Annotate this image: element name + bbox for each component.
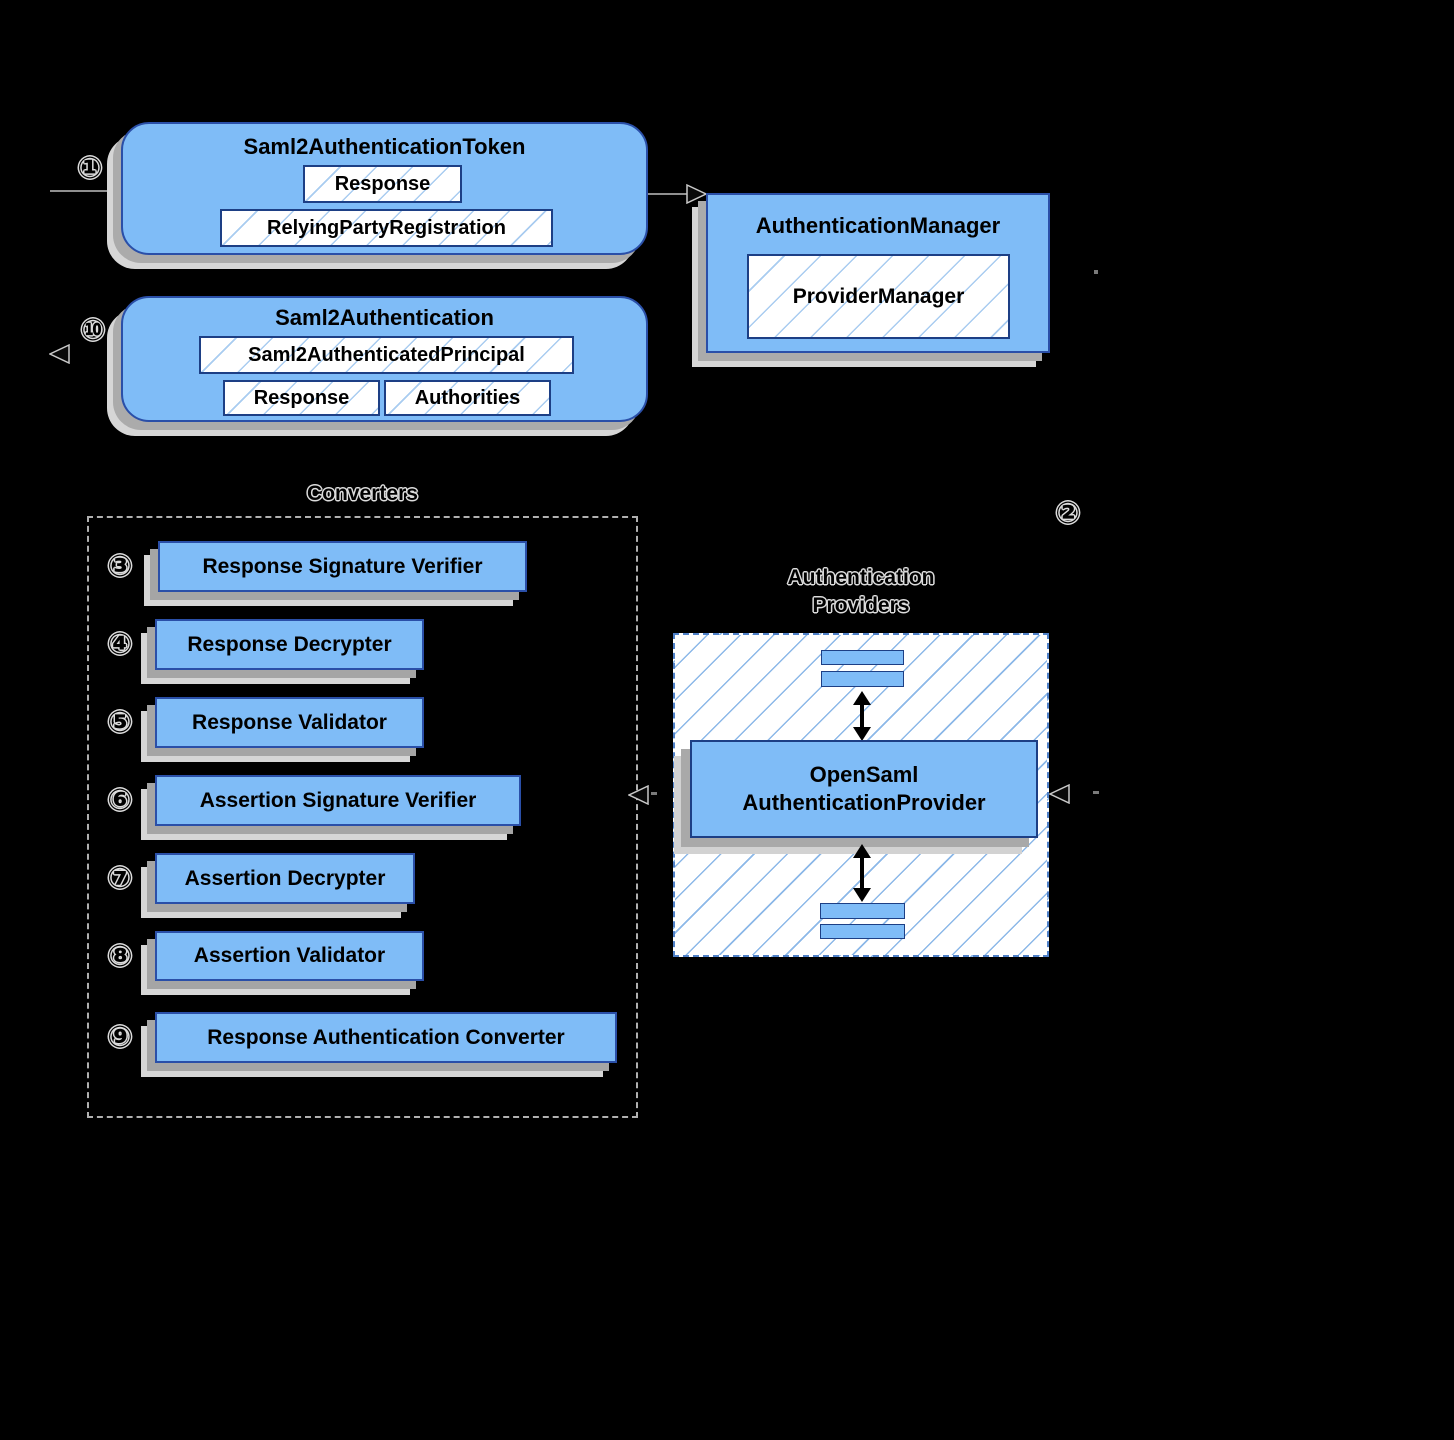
step-1-marker: ① bbox=[77, 151, 103, 186]
provider-manager-box: ProviderManager bbox=[747, 254, 1010, 339]
opensaml-title-line2: AuthenticationProvider bbox=[742, 790, 986, 815]
token-to-manager-line bbox=[648, 193, 688, 195]
converters-group-frame bbox=[87, 516, 638, 1118]
connector-remnant-stub bbox=[1093, 791, 1099, 794]
step-6-marker: ⑥ bbox=[107, 783, 133, 818]
converters-group-label: Converters bbox=[307, 482, 418, 505]
double-arrow-icon bbox=[853, 691, 871, 741]
step-10-marker: ⑩ bbox=[80, 313, 106, 348]
step-7-marker: ⑦ bbox=[107, 861, 133, 896]
authentication-response-field: Response bbox=[223, 380, 380, 416]
step-3-marker: ③ bbox=[107, 549, 133, 584]
left-arrowhead-icon bbox=[628, 785, 649, 805]
authentication-manager-title: AuthenticationManager bbox=[755, 213, 1001, 238]
saml2-authentication-token-box: Saml2AuthenticationToken Response Relyin… bbox=[121, 122, 648, 255]
converter-response-authentication-converter: Response Authentication Converter bbox=[155, 1012, 617, 1063]
connector-remnant-dot bbox=[1094, 270, 1098, 274]
token-relying-party-registration-field: RelyingPartyRegistration bbox=[220, 209, 553, 247]
authentication-providers-box: OpenSaml AuthenticationProvider bbox=[673, 633, 1049, 957]
left-arrowhead-icon bbox=[49, 344, 70, 364]
saml2-authentication-box: Saml2Authentication Saml2AuthenticatedPr… bbox=[121, 296, 648, 422]
step-5-marker: ⑤ bbox=[107, 705, 133, 740]
right-arrowhead-icon bbox=[686, 184, 707, 204]
converter-response-signature-verifier: Response Signature Verifier bbox=[158, 541, 527, 592]
authentication-providers-label: Authentication Providers bbox=[741, 564, 981, 620]
step-9-marker: ⑨ bbox=[107, 1020, 133, 1055]
other-provider-rect bbox=[820, 903, 905, 919]
saml2-authentication-title: Saml2Authentication bbox=[275, 305, 494, 330]
incoming-line-step1 bbox=[50, 190, 118, 192]
converter-response-validator: Response Validator bbox=[155, 697, 424, 748]
authentication-authorities-field: Authorities bbox=[384, 380, 551, 416]
authentication-providers-label-line2: Providers bbox=[812, 594, 910, 617]
double-arrow-icon bbox=[853, 844, 871, 902]
converter-assertion-validator: Assertion Validator bbox=[155, 931, 424, 981]
step-4-marker: ④ bbox=[107, 627, 133, 662]
token-response-field: Response bbox=[303, 165, 462, 203]
other-provider-rect bbox=[821, 650, 904, 665]
saml2-authentication-token-title: Saml2AuthenticationToken bbox=[243, 134, 526, 159]
other-provider-rect bbox=[821, 671, 904, 687]
opensaml-authentication-provider-box: OpenSaml AuthenticationProvider bbox=[690, 740, 1038, 838]
left-arrowhead-icon bbox=[1049, 784, 1070, 804]
converter-assertion-signature-verifier: Assertion Signature Verifier bbox=[155, 775, 521, 826]
connector-remnant-stub bbox=[651, 792, 657, 795]
authentication-manager-box: AuthenticationManager ProviderManager bbox=[706, 193, 1050, 353]
converter-assertion-decrypter: Assertion Decrypter bbox=[155, 853, 415, 904]
opensaml-title-line1: OpenSaml bbox=[809, 762, 919, 787]
converter-response-decrypter: Response Decrypter bbox=[155, 619, 424, 670]
step-2-marker: ② bbox=[1055, 496, 1081, 531]
other-provider-rect bbox=[820, 924, 905, 939]
step-8-marker: ⑧ bbox=[107, 939, 133, 974]
authentication-principal-field: Saml2AuthenticatedPrincipal bbox=[199, 336, 574, 374]
authentication-providers-label-line1: Authentication bbox=[787, 566, 935, 589]
